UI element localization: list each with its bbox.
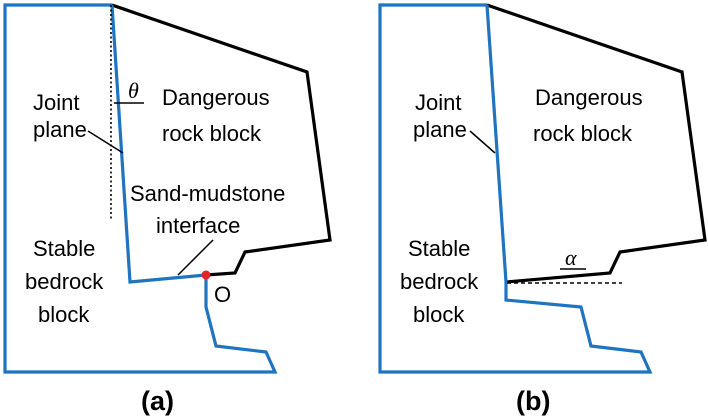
a-label-stable: Stable — [33, 236, 95, 261]
b-joint-leader — [469, 130, 496, 154]
a-pivot-point-o — [201, 270, 211, 280]
a-label-theta: θ — [128, 78, 139, 103]
b-label-joint-2: plane — [413, 117, 467, 142]
a-label-bedrock: bedrock — [25, 269, 104, 294]
b-label-joint-1: Joint — [415, 90, 461, 115]
b-label-stable: Stable — [408, 236, 470, 261]
b-stable-bedrock-outline — [378, 3, 653, 374]
a-label-sand-mudstone: Sand-mudstone — [130, 181, 285, 206]
a-label-dangerous: Dangerous — [162, 85, 270, 110]
a-label-interface: interface — [156, 213, 240, 238]
b-label-bedrock: bedrock — [400, 269, 479, 294]
a-dangerous-block-outline — [111, 3, 332, 277]
b-dangerous-block-outline — [486, 3, 707, 284]
panel-b: Joint plane Dangerous rock block α Stabl… — [378, 3, 707, 416]
b-caption: (b) — [516, 386, 550, 416]
a-joint-plane-and-interface — [110, 4, 207, 284]
a-interface-leader — [177, 239, 214, 276]
a-caption: (a) — [141, 386, 174, 416]
a-joint-leader — [87, 130, 124, 154]
a-label-joint-1: Joint — [33, 90, 79, 115]
a-label-joint-2: plane — [33, 117, 87, 142]
a-stable-bedrock-outline — [3, 3, 278, 374]
a-label-rock-block: rock block — [162, 121, 262, 146]
b-label-alpha: α — [565, 245, 577, 270]
b-label-dangerous: Dangerous — [535, 85, 643, 110]
panel-a: Joint plane θ Dangerous rock block Sand-… — [3, 3, 332, 416]
a-label-block: block — [38, 302, 90, 327]
a-label-point-o: O — [214, 282, 231, 307]
b-label-rock-block: rock block — [533, 121, 633, 146]
b-joint-plane — [485, 4, 508, 283]
b-label-block: block — [413, 302, 465, 327]
